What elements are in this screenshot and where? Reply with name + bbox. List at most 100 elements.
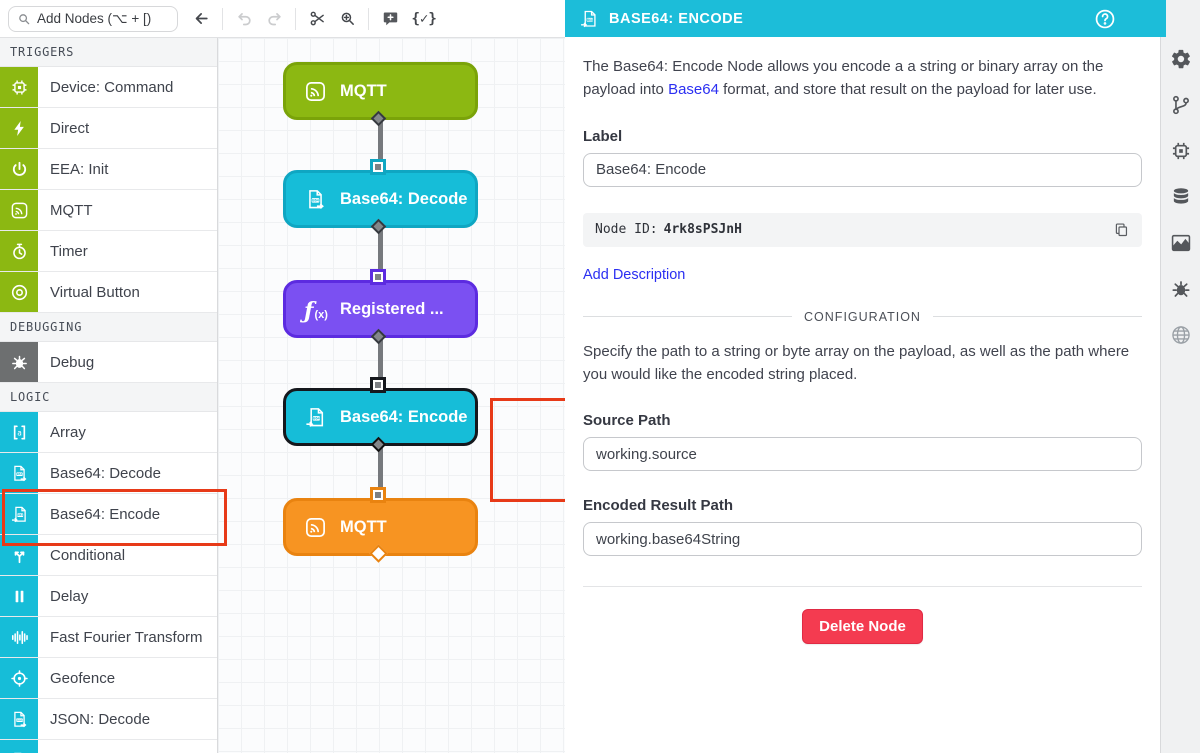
payload-check-button[interactable]: {✓} xyxy=(407,6,437,32)
node-base64-encode-selected[interactable]: B64 Base64: Encode xyxy=(283,388,478,446)
mqtt-signal-icon xyxy=(304,80,327,103)
sidebar-item-conditional[interactable]: Conditional xyxy=(0,535,217,576)
node-id-bar: Node ID: 4rk8sPSJnH xyxy=(583,212,1142,247)
node-id-prefix: Node ID: xyxy=(595,222,658,237)
node-inspector-panel: B64 BASE64: ENCODE The Base64: Encode No… xyxy=(565,0,1166,753)
sidebar-item-delay[interactable]: Delay xyxy=(0,576,217,617)
source-path-input[interactable] xyxy=(583,437,1142,471)
canvas-toolbar: {✓} xyxy=(0,0,565,38)
encoded-result-path-input[interactable] xyxy=(583,522,1142,556)
search-input[interactable] xyxy=(37,11,169,26)
sidebar-item-array[interactable]: a Array xyxy=(0,412,217,453)
toolbar-divider xyxy=(295,7,296,30)
sidebar-item-debug[interactable]: Debug xyxy=(0,342,217,383)
bug-icon[interactable] xyxy=(1170,278,1192,300)
sidebar-item-base64-decode[interactable]: B64 Base64: Decode xyxy=(0,453,217,494)
source-path-label: Source Path xyxy=(583,412,671,429)
base64-encode-icon: B64 xyxy=(304,406,327,429)
delete-node-button[interactable]: Delete Node xyxy=(802,609,923,644)
section-header-debugging: DEBUGGING xyxy=(0,313,217,342)
bolt-icon xyxy=(10,119,29,138)
base64-decode-icon: B64 xyxy=(304,188,327,211)
add-comment-button[interactable] xyxy=(377,6,403,32)
add-description-link[interactable]: Add Description xyxy=(583,266,686,283)
sidebar-item-partial[interactable] xyxy=(0,740,217,753)
help-icon[interactable] xyxy=(1094,8,1116,30)
back-arrow-icon xyxy=(193,10,210,27)
base64-encode-icon: B64 xyxy=(10,505,29,524)
waveform-icon xyxy=(10,628,29,647)
database-icon[interactable] xyxy=(1170,186,1192,208)
sidebar-item-mqtt[interactable]: MQTT xyxy=(0,190,217,231)
input-connector[interactable] xyxy=(373,490,383,500)
app-navigation-rail xyxy=(1160,0,1200,753)
mqtt-signal-icon xyxy=(304,516,327,539)
label-field-label: Label xyxy=(583,127,623,145)
svg-text:B64: B64 xyxy=(313,416,320,420)
panel-body: The Base64: Encode Node allows you encod… xyxy=(565,37,1160,753)
svg-text:B64: B64 xyxy=(312,198,319,202)
sidebar-item-label: EEA: Init xyxy=(50,160,109,178)
sidebar-item-virtual-button[interactable]: Virtual Button xyxy=(0,272,217,313)
input-connector[interactable] xyxy=(373,380,383,390)
svg-text:json: json xyxy=(15,718,22,722)
base64-link[interactable]: Base64 xyxy=(668,81,719,99)
cut-button[interactable] xyxy=(304,6,330,32)
add-nodes-search[interactable] xyxy=(8,5,178,32)
sidebar-item-device-command[interactable]: Device: Command xyxy=(0,67,217,108)
sidebar-item-geofence[interactable]: Geofence xyxy=(0,658,217,699)
node-mqtt-trigger[interactable]: MQTT xyxy=(283,62,478,120)
braces-check-icon: {✓} xyxy=(411,11,437,27)
node-palette: TRIGGERS Device: Command Direct EEA: Ini… xyxy=(0,38,218,753)
collapse-palette-button[interactable] xyxy=(188,6,214,32)
bug-icon xyxy=(10,353,29,372)
sidebar-item-fast-fourier-transform[interactable]: Fast Fourier Transform xyxy=(0,617,217,658)
node-base64-decode[interactable]: B64 Base64: Decode xyxy=(283,170,478,228)
divider xyxy=(583,586,1142,587)
search-icon xyxy=(17,12,31,26)
node-registered-function[interactable]: ƒ(x) Registered ... xyxy=(283,280,478,338)
device-chip-icon[interactable] xyxy=(1170,140,1192,162)
git-branch-icon[interactable] xyxy=(1170,94,1192,116)
sidebar-item-direct[interactable]: Direct xyxy=(0,108,217,149)
input-connector[interactable] xyxy=(373,272,383,282)
panel-title: BASE64: ENCODE xyxy=(609,10,744,27)
scissors-icon xyxy=(309,10,326,27)
undo-button[interactable] xyxy=(231,6,257,32)
chip-icon xyxy=(10,78,29,97)
sidebar-item-label: Direct xyxy=(50,119,90,137)
sidebar-item-base64-encode[interactable]: B64 Base64: Encode xyxy=(0,494,217,535)
sidebar-item-label: Timer xyxy=(50,242,88,260)
pause-icon xyxy=(10,587,29,606)
encoded-result-path-label: Encoded Result Path xyxy=(583,497,734,514)
globe-icon[interactable] xyxy=(1170,324,1192,346)
input-connector[interactable] xyxy=(373,162,383,172)
svg-text:a: a xyxy=(17,428,22,437)
node-label: Registered ... xyxy=(340,299,444,318)
function-icon: ƒ(x) xyxy=(304,297,328,324)
sidebar-item-eea-init[interactable]: EEA: Init xyxy=(0,149,217,190)
base64-encode-icon: B64 xyxy=(579,9,599,29)
sidebar-item-json-decode[interactable]: json JSON: Decode xyxy=(0,699,217,740)
circle-dot-icon xyxy=(10,283,29,302)
sidebar-item-label: Device: Command xyxy=(50,78,174,96)
stopwatch-icon xyxy=(10,242,29,261)
sidebar-item-timer[interactable]: Timer xyxy=(0,231,217,272)
zoom-button[interactable] xyxy=(334,6,360,32)
configuration-description: Specify the path to a string or byte arr… xyxy=(583,342,1130,383)
node-id-value: 4rk8sPSJnH xyxy=(663,222,742,237)
sidebar-item-label: Base64: Encode xyxy=(50,505,161,523)
label-input[interactable] xyxy=(583,152,1142,187)
redo-button[interactable] xyxy=(261,6,287,32)
sidebar-item-label: Array xyxy=(50,423,86,441)
chart-icon[interactable] xyxy=(1170,232,1192,254)
section-header-triggers: TRIGGERS xyxy=(0,38,217,67)
svg-text:B64: B64 xyxy=(587,17,593,21)
toolbar-divider xyxy=(222,7,223,30)
zoom-in-icon xyxy=(339,10,356,27)
sidebar-item-label: Delay xyxy=(50,587,89,605)
gear-icon[interactable] xyxy=(1170,48,1192,70)
workflow-canvas[interactable]: MQTT B64 Base64: Decode ƒ(x) Registered … xyxy=(218,38,716,753)
copy-node-id-button[interactable] xyxy=(1113,221,1130,238)
